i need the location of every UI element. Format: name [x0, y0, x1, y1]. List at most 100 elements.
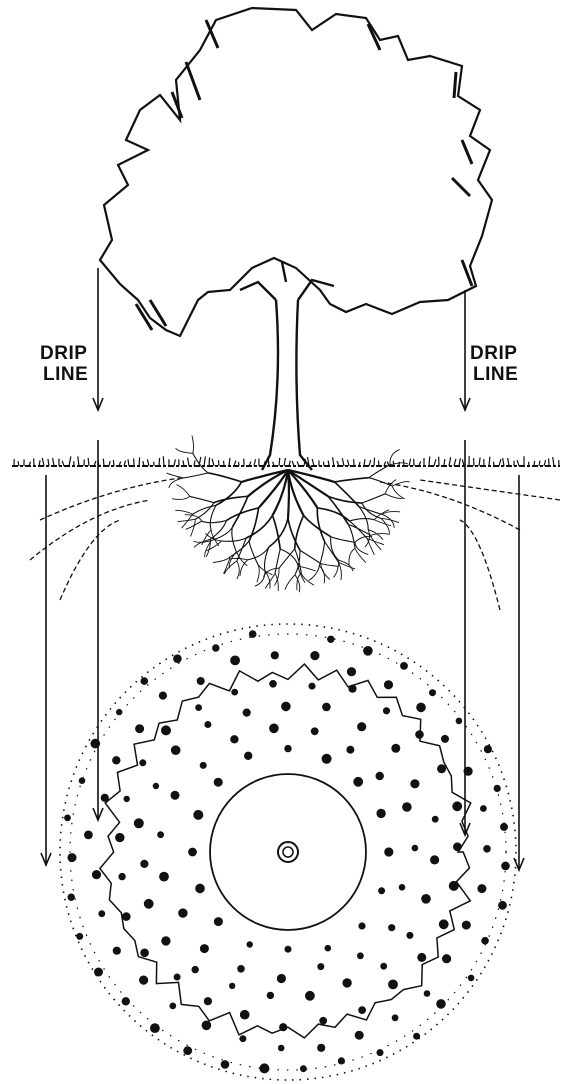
- root-dot: [430, 855, 439, 864]
- grass-blade: [188, 458, 189, 466]
- root-segment: [175, 510, 192, 514]
- grass-blade: [218, 460, 219, 466]
- root-dot: [171, 791, 180, 800]
- lateral-root-2: [380, 482, 520, 530]
- root-segment: [210, 521, 226, 540]
- root-dot: [139, 759, 146, 766]
- root-segment: [317, 508, 324, 542]
- root-dot: [311, 727, 319, 735]
- grass-blade: [147, 459, 149, 466]
- root-segment: [265, 571, 270, 588]
- grass-blade: [503, 458, 504, 466]
- grass-blade: [109, 461, 110, 466]
- root-dot: [483, 845, 491, 853]
- root-dot: [310, 651, 319, 660]
- root-dot: [429, 689, 436, 696]
- root-dot: [161, 936, 170, 945]
- root-dot: [200, 944, 209, 953]
- root-dot: [231, 689, 238, 696]
- root-dot: [462, 921, 471, 930]
- root-segment: [392, 482, 409, 486]
- root-segment: [190, 496, 214, 502]
- root-zone-plan-view: [60, 624, 516, 1080]
- root-dot: [456, 718, 463, 725]
- lateral-root-3: [420, 480, 560, 500]
- root-segment: [325, 542, 339, 563]
- root-dot: [204, 997, 212, 1005]
- root-segment: [240, 560, 248, 576]
- root-dot: [383, 707, 390, 714]
- drip-line-label-left: DRIP LINE: [40, 343, 88, 385]
- root-dot: [501, 862, 510, 871]
- root-dot: [449, 881, 459, 891]
- root-dot: [468, 975, 475, 982]
- root-segment: [184, 473, 208, 478]
- grass-blade: [18, 461, 19, 466]
- root-dot: [269, 724, 279, 734]
- root-segment: [207, 541, 222, 551]
- root-segment: [176, 448, 193, 453]
- root-dot: [153, 783, 159, 789]
- root-dot: [122, 912, 131, 921]
- tree-trunk: [240, 262, 334, 470]
- root-dot: [442, 954, 451, 963]
- root-dot: [347, 667, 356, 676]
- root-segment: [167, 473, 184, 478]
- grass-blade: [78, 456, 79, 466]
- root-segment: [371, 534, 389, 536]
- root-dot: [157, 831, 164, 838]
- root-segment: [349, 548, 355, 565]
- root-segment: [257, 564, 259, 582]
- root-dot: [437, 764, 446, 773]
- root-segment: [232, 527, 236, 552]
- root-segment: [321, 564, 330, 580]
- root-segment: [362, 494, 385, 503]
- root-dot: [494, 785, 501, 792]
- trunk-clearance-circle: [210, 774, 366, 930]
- root-dot: [391, 744, 400, 753]
- root-dot: [384, 847, 393, 856]
- root-dot: [357, 952, 364, 959]
- root-dot: [363, 646, 373, 656]
- root-dot: [68, 894, 75, 901]
- grass-blade: [323, 462, 324, 466]
- grass-blade: [553, 457, 554, 466]
- drip-line-label-right-line1: DRIP: [470, 343, 518, 364]
- root-dot: [212, 644, 219, 651]
- root-dot: [432, 816, 439, 823]
- grass-blade: [539, 461, 540, 466]
- root-segment: [214, 496, 248, 502]
- root-dot: [377, 1049, 384, 1056]
- root-dot: [159, 872, 169, 882]
- root-dot: [243, 709, 251, 717]
- root-dot: [183, 1046, 192, 1055]
- root-dot: [353, 777, 363, 787]
- root-dot: [84, 831, 93, 840]
- root-dot: [244, 752, 252, 760]
- root-dot: [240, 1010, 250, 1020]
- root-dot: [269, 680, 277, 688]
- root-dot: [113, 947, 121, 955]
- root-dot: [140, 860, 148, 868]
- root-dot: [281, 702, 291, 712]
- root-dot: [392, 1014, 399, 1021]
- root-dot: [305, 991, 315, 1001]
- root-segment: [300, 550, 321, 563]
- root-dot: [388, 980, 398, 990]
- lateral-root-4: [60, 520, 120, 600]
- drip-line-label-right-line2: LINE: [470, 364, 518, 385]
- root-dot: [484, 745, 492, 753]
- grass-blade: [48, 459, 49, 466]
- grass-blade: [174, 459, 175, 466]
- root-dot: [436, 999, 446, 1009]
- root-dot: [134, 818, 144, 828]
- root-dot: [188, 848, 197, 857]
- root-dot: [239, 1035, 246, 1042]
- root-segment: [249, 508, 259, 541]
- grass-blade: [279, 458, 280, 466]
- grass-blade: [284, 458, 285, 466]
- root-dot: [317, 1044, 325, 1052]
- root-dot: [202, 1021, 212, 1031]
- root-dot: [325, 945, 332, 952]
